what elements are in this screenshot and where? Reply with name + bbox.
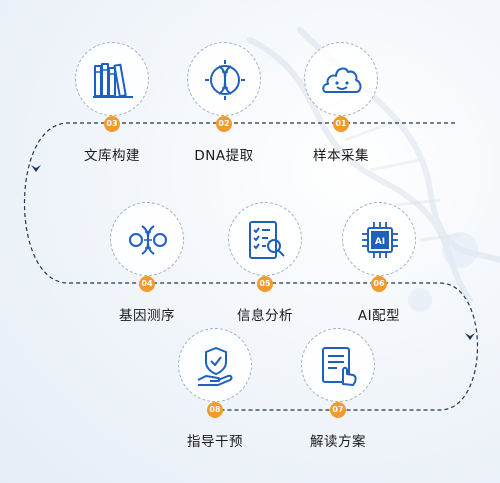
- step-number-badge: 06: [371, 276, 387, 292]
- step-label: 指导干预: [187, 434, 243, 450]
- step-label: 解读方案: [310, 434, 366, 450]
- svg-text:AI: AI: [375, 237, 385, 247]
- step-ai-matching: AI 06 AI配型: [324, 202, 434, 332]
- ai-chip-icon: AI: [362, 222, 398, 258]
- step-label: DNA提取: [194, 148, 254, 164]
- step-library-construction: 03 文库构建: [57, 42, 167, 172]
- icon-ring: [304, 42, 378, 116]
- step-sample-collection: 01 样本采集: [286, 42, 396, 172]
- step-dna-extraction: 02 DNA提取: [169, 42, 279, 172]
- icon-ring: AI: [342, 202, 416, 276]
- dna-extraction-icon: [205, 60, 245, 100]
- step-label: AI配型: [357, 308, 401, 324]
- step-information-analysis: 05 信息分析: [210, 202, 320, 332]
- icon-ring: [75, 42, 149, 116]
- step-number-badge: 01: [333, 116, 349, 132]
- step-label: 文库构建: [84, 148, 140, 164]
- step-number-badge: 05: [257, 276, 273, 292]
- icon-ring: [301, 328, 375, 402]
- step-number-badge: 08: [207, 402, 223, 418]
- step-number-badge: 02: [216, 116, 232, 132]
- icon-ring: [228, 202, 302, 276]
- step-label: 信息分析: [237, 308, 293, 324]
- gene-sequencing-icon: [129, 225, 167, 255]
- step-gene-sequencing: 04 基因测序: [92, 202, 202, 332]
- step-number-badge: 04: [139, 276, 155, 292]
- icon-ring: [178, 328, 252, 402]
- report-interpretation-icon: [322, 347, 357, 386]
- step-number-badge: 07: [330, 402, 346, 418]
- step-label: 样本采集: [313, 148, 369, 164]
- library-books-icon: [93, 63, 133, 98]
- step-number-badge: 03: [104, 116, 120, 132]
- sample-icon: [322, 67, 362, 93]
- icon-ring: [187, 42, 261, 116]
- step-label: 基因测序: [119, 308, 175, 324]
- icon-ring: [110, 202, 184, 276]
- step-interpretation-plan: 07 解读方案: [283, 328, 393, 458]
- hand-shield-icon: [197, 347, 233, 386]
- step-guided-intervention: 08 指导干预: [160, 328, 270, 458]
- information-analysis-icon: [249, 221, 285, 259]
